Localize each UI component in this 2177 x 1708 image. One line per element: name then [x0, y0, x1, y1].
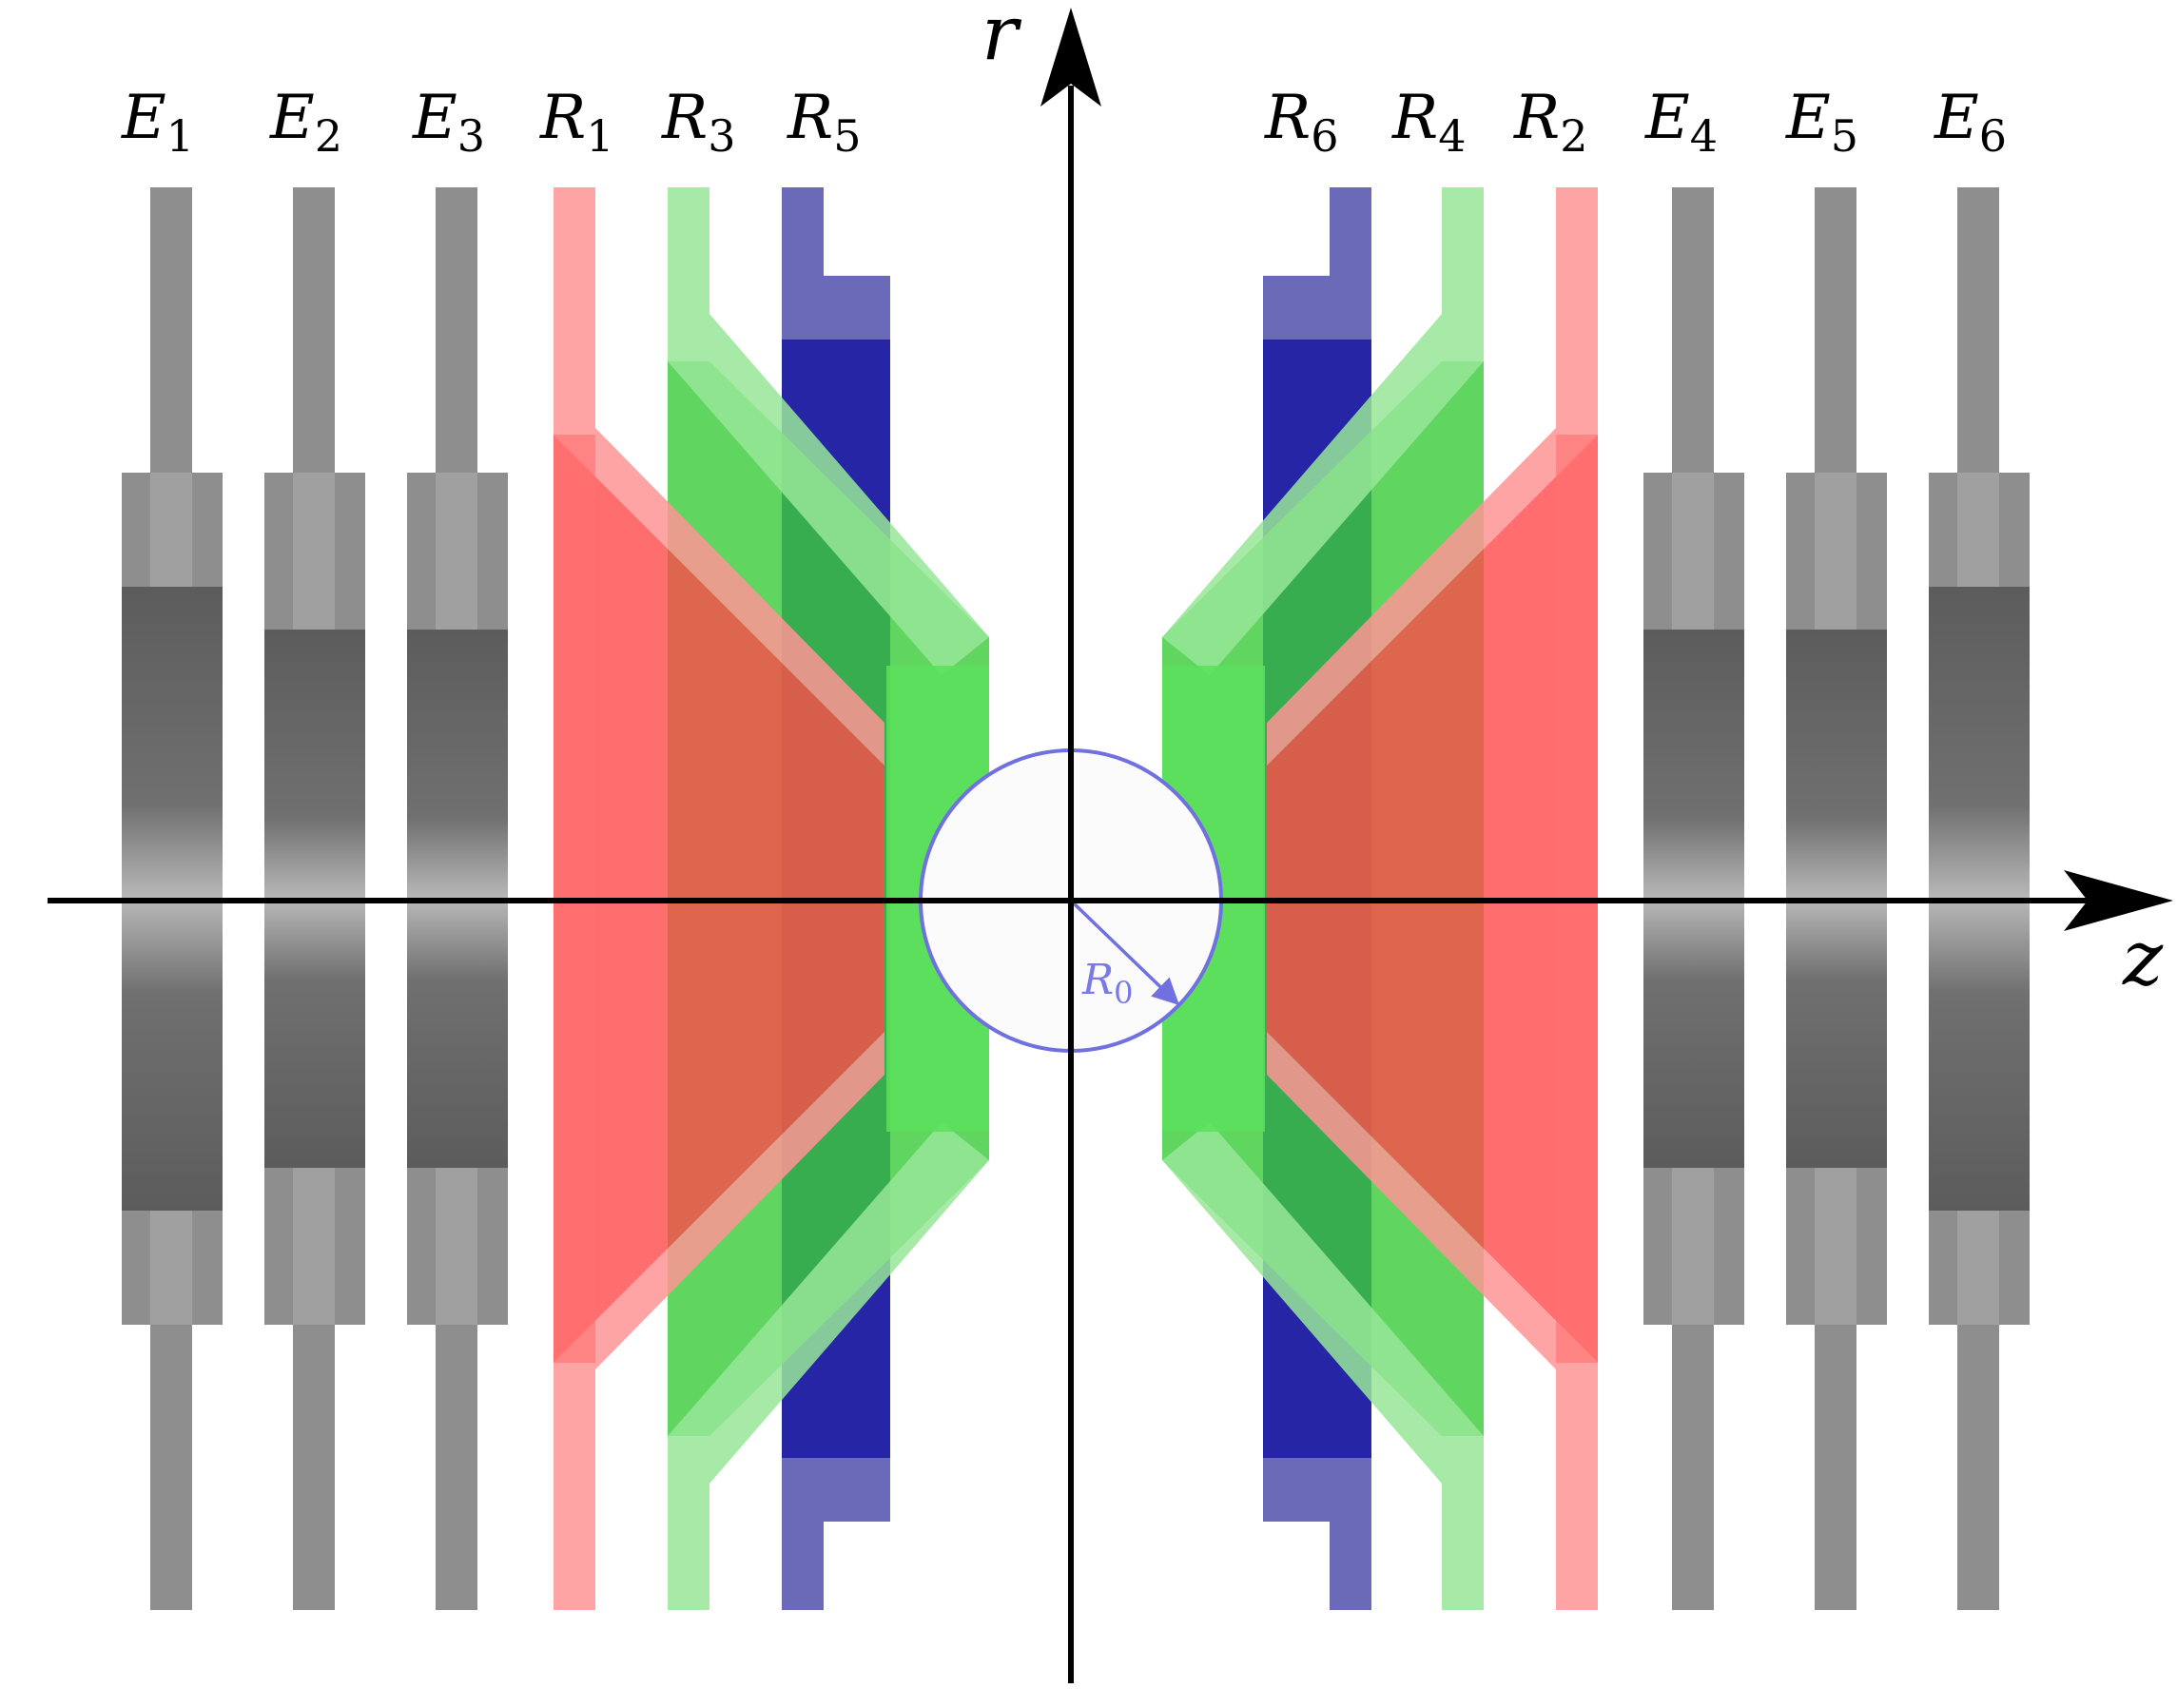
label-R5: R5 [787, 83, 861, 162]
r-axis-arrowhead [1040, 8, 1101, 107]
label-E1: E1 [121, 83, 194, 162]
axis-label-r: r [982, 0, 1022, 77]
label-R2: R2 [1513, 83, 1587, 162]
z-axis-arrowhead [2064, 870, 2173, 931]
label-R3: R3 [661, 83, 735, 162]
label-E2: E2 [269, 83, 342, 162]
label-R4: R4 [1391, 83, 1466, 162]
label-R6: R6 [1264, 83, 1338, 162]
label-R1: R1 [539, 83, 613, 162]
trap-radius-arrow [1069, 899, 1180, 1005]
label-E5: E5 [1785, 83, 1858, 162]
label-E4: E4 [1644, 83, 1718, 162]
label-E6: E6 [1934, 83, 2007, 162]
label-E3: E3 [412, 83, 485, 162]
axis-label-z: z [2122, 914, 2164, 1002]
label-R0: R0 [1081, 956, 1134, 1011]
